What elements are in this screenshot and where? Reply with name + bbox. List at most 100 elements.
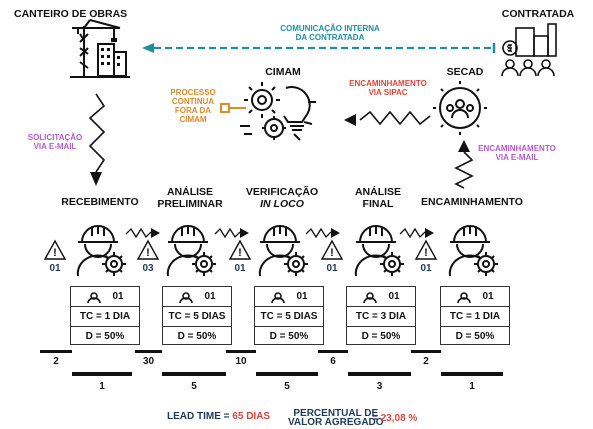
worker-gear-icon: [448, 225, 498, 277]
cycle-time: TC = 1 DIA: [441, 307, 509, 327]
step-title-line: VERIFICAÇÃO: [245, 186, 319, 198]
availability: D = 50%: [177, 331, 217, 342]
svg-text:!: !: [146, 247, 150, 259]
wait-time-bar: [411, 350, 441, 353]
process-time-bar: [72, 372, 132, 376]
value-added-percent: PERCENTUAL DE VALOR AGREGADO: [288, 408, 384, 428]
wait-time-bar: [318, 350, 348, 353]
cycle-time: TC = 3 DIA: [347, 307, 415, 327]
svg-text:!: !: [238, 247, 242, 259]
wait-time-bar: [135, 350, 162, 353]
push-arrow: [305, 227, 340, 239]
sipac-label-line1: ENCAMINHAMENTO: [349, 79, 427, 88]
process-label-line1: PROCESSO: [170, 88, 216, 97]
inventory-value: 01: [420, 263, 432, 274]
step-title-line: PRELIMINAR: [157, 198, 223, 210]
wait-time-value: 2: [53, 356, 59, 367]
secad-title: SECAD: [446, 66, 484, 78]
percent-label-line2: VALOR AGREGADO: [288, 417, 384, 428]
worker-gear-icon: [166, 225, 216, 277]
percent-eq: =: [372, 413, 381, 424]
cycle-time: TC = 1 DIA: [71, 307, 139, 327]
inventory-warning-icon: !: [43, 239, 67, 260]
step-title-line: FINAL: [362, 198, 394, 210]
step-data-box: 01 TC = 5 DIAS D = 50%: [162, 286, 232, 345]
operators-row: 01: [347, 287, 415, 307]
lead-time-label: LEAD TIME =: [167, 411, 233, 422]
wait-time-value: 30: [142, 356, 155, 367]
operator-icon: [87, 291, 102, 303]
inventory-warning-icon: !: [228, 239, 252, 260]
svg-text:!: !: [330, 247, 334, 259]
canteiro-title: CANTEIRO DE OBRAS: [14, 8, 128, 20]
step-title: ENCAMINHAMENTO: [420, 196, 524, 208]
operator-icon: [457, 291, 472, 303]
process-time-value: 3: [376, 381, 383, 392]
lead-time: LEAD TIME = 65 DIAS: [167, 411, 270, 422]
percent-value-wrap: = 23,08 %: [372, 413, 417, 424]
operators-count: 01: [482, 291, 494, 302]
worker-gear-icon: [76, 225, 126, 277]
operators-count: 01: [204, 291, 216, 302]
inventory-value: 01: [326, 263, 338, 274]
request-label-line2: VIA E-MAIL: [33, 142, 77, 151]
company-icon: $: [501, 23, 557, 77]
email-label-line1: ENCAMINHAMENTO: [478, 144, 556, 153]
operators-count: 01: [296, 291, 308, 302]
worker-gear-icon: [354, 225, 404, 277]
process-time-value: 1: [469, 381, 475, 392]
step-data-box: 01 TC = 1 DIA D = 50%: [440, 286, 510, 345]
email-label-line2: VIA E-MAIL: [495, 153, 539, 162]
operator-icon: [363, 291, 378, 303]
percent-label-line1: PERCENTUAL DE: [293, 408, 379, 419]
wait-time-value: 10: [235, 356, 247, 367]
inventory-warning-icon: !: [320, 239, 344, 260]
operators-row: 01: [441, 287, 509, 307]
percent-value: 23,08 %: [380, 413, 418, 424]
sipac-arrow: [344, 110, 431, 126]
lead-time-value: 65 DIAS: [232, 411, 271, 422]
cycle-time: TC = 5 DIAS: [163, 307, 231, 327]
request-arrow: [88, 93, 106, 186]
process-label-line3: FORA DA: [174, 106, 212, 115]
svg-text:!: !: [53, 247, 57, 259]
process-label-line4: CIMAM: [179, 115, 207, 124]
process-gears-icon: [240, 82, 316, 141]
step-title-line: RECEBIMENTO: [61, 196, 139, 208]
step-title: RECEBIMENTO: [48, 196, 152, 208]
operators-row: 01: [255, 287, 323, 307]
process-time-bar: [441, 372, 503, 376]
operator-icon: [271, 291, 286, 303]
inventory-value: 03: [142, 263, 154, 274]
cycle-time: TC = 5 DIAS: [255, 307, 323, 327]
operators-row: 01: [71, 287, 139, 307]
contratada-title: CONTRATADA: [501, 8, 575, 20]
worker-gear-icon: [258, 225, 308, 277]
internal-communication-arrow: [142, 43, 496, 53]
svg-text:!: !: [424, 247, 428, 259]
cimam-title: CIMAM: [265, 66, 301, 78]
operators-count: 01: [388, 291, 400, 302]
process-time-value: 1: [99, 381, 105, 392]
step-title-line: IN LOCO: [260, 198, 304, 210]
construction-site-icon: [70, 19, 130, 78]
process-time-value: 5: [284, 381, 290, 392]
availability: D = 50%: [455, 331, 495, 342]
process-connector: [220, 103, 246, 113]
wait-time-bar: [40, 350, 72, 353]
step-title-line: ENCAMINHAMENTO: [421, 196, 523, 208]
push-arrow: [399, 227, 434, 239]
process-label-line2: CONTINUA: [171, 97, 215, 106]
inventory-warning-icon: !: [414, 239, 438, 260]
inventory-warning-icon: !: [136, 239, 160, 260]
process-time-value: 5: [191, 381, 197, 392]
sipac-label-line2: VIA SIPAC: [368, 88, 408, 97]
communication-label-line2: DA CONTRATADA: [295, 33, 365, 42]
process-time-bar: [348, 372, 411, 376]
operators-row: 01: [163, 287, 231, 307]
